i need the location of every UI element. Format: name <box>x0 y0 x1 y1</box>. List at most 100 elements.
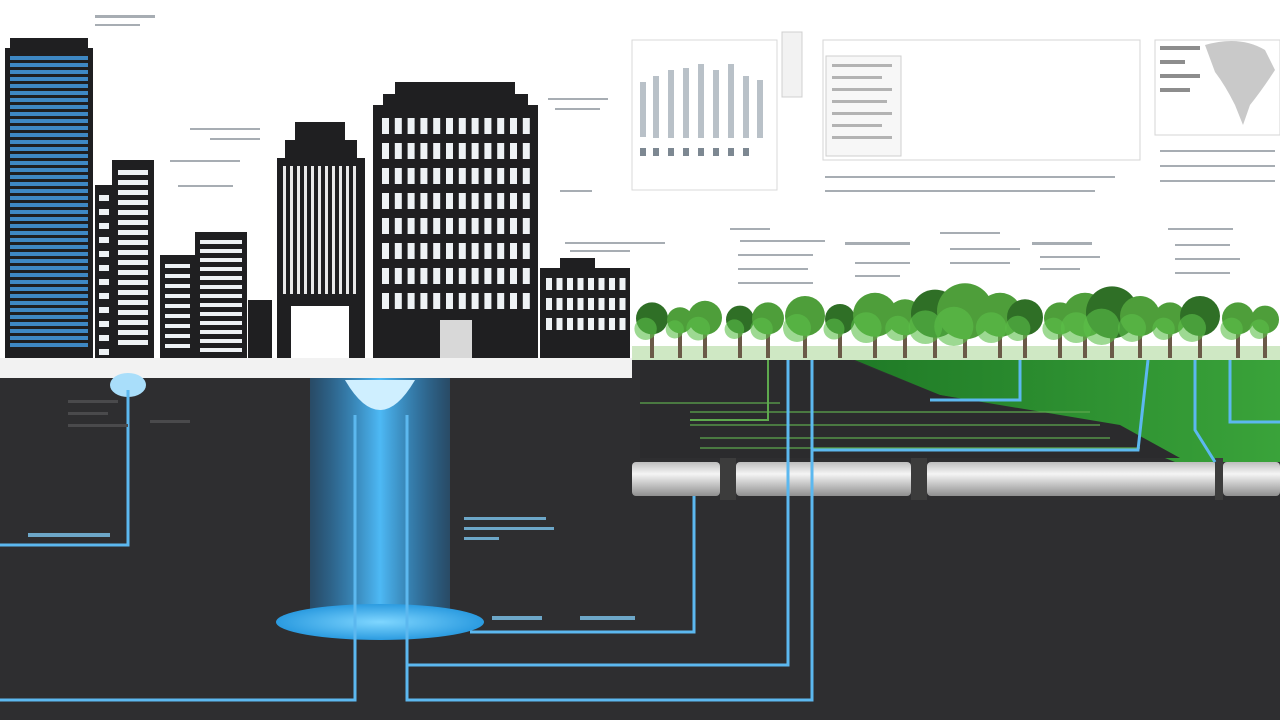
window-band <box>10 140 88 144</box>
window <box>567 278 573 290</box>
window <box>118 310 148 315</box>
window <box>407 193 415 209</box>
window-stripe <box>325 166 328 294</box>
window-band <box>10 343 88 347</box>
dark-soil-wedge <box>640 360 1180 458</box>
window <box>165 294 190 298</box>
low-rise-building-icon <box>540 258 630 358</box>
window <box>510 193 517 209</box>
window <box>99 237 109 243</box>
window <box>382 218 389 234</box>
window <box>522 293 530 309</box>
window <box>458 293 466 309</box>
window <box>118 320 148 325</box>
window-band <box>10 98 88 102</box>
window <box>522 193 530 209</box>
window <box>407 268 415 284</box>
window <box>471 218 479 234</box>
window-band <box>10 294 88 298</box>
window <box>433 193 441 209</box>
window <box>200 276 242 280</box>
tree-icon <box>823 304 855 358</box>
window <box>567 318 573 330</box>
window <box>118 270 148 275</box>
window <box>394 268 402 284</box>
tree-icon <box>634 302 668 358</box>
window <box>598 298 605 310</box>
drainage-pipe-icon <box>632 458 1280 500</box>
window <box>497 193 505 209</box>
green-roof-slope <box>850 358 1280 462</box>
window <box>510 218 517 234</box>
window <box>118 250 148 255</box>
window-band <box>10 301 88 305</box>
window <box>200 330 242 334</box>
window <box>609 318 615 330</box>
window <box>407 168 415 184</box>
window <box>510 118 517 134</box>
window <box>118 280 148 285</box>
window <box>118 330 148 335</box>
window-stripe <box>346 166 349 294</box>
window <box>200 240 242 244</box>
window <box>609 298 615 310</box>
window-band <box>10 329 88 333</box>
window-band <box>10 315 88 319</box>
window <box>165 304 190 308</box>
window <box>522 218 530 234</box>
window <box>433 118 441 134</box>
window <box>458 268 466 284</box>
window <box>458 218 466 234</box>
window-band <box>10 217 88 221</box>
window <box>420 243 428 259</box>
window <box>471 293 479 309</box>
tree-icon <box>686 300 722 358</box>
window <box>394 218 402 234</box>
window <box>446 168 453 184</box>
window <box>484 118 492 134</box>
window <box>382 268 389 284</box>
window <box>382 168 389 184</box>
city-skyline <box>5 38 630 358</box>
window-stripe <box>353 166 356 294</box>
street-level-slab <box>0 358 632 378</box>
window <box>433 168 441 184</box>
window <box>407 218 415 234</box>
window <box>497 143 505 159</box>
window <box>394 168 402 184</box>
window <box>200 312 242 316</box>
window <box>619 278 626 290</box>
window <box>609 278 615 290</box>
window-band <box>10 231 88 235</box>
window <box>99 349 109 355</box>
window-band <box>10 238 88 242</box>
grass-strip <box>632 346 1280 360</box>
dark-annotations <box>68 400 190 427</box>
window <box>522 243 530 259</box>
window <box>446 193 453 209</box>
window-band <box>10 175 88 179</box>
small-block-building-icon <box>160 232 272 358</box>
window <box>200 267 242 271</box>
window <box>118 190 148 195</box>
window <box>99 209 109 215</box>
window <box>200 285 242 289</box>
window <box>99 335 109 341</box>
window <box>382 118 389 134</box>
window <box>497 243 505 259</box>
window <box>433 268 441 284</box>
window <box>165 324 190 328</box>
window <box>446 118 453 134</box>
window <box>200 249 242 253</box>
window-band <box>10 210 88 214</box>
window <box>99 279 109 285</box>
window <box>394 193 402 209</box>
window <box>598 318 605 330</box>
window <box>522 168 530 184</box>
window <box>382 243 389 259</box>
window <box>446 218 453 234</box>
tree-icon <box>1118 296 1160 358</box>
window-stripe <box>304 166 307 294</box>
window <box>99 265 109 271</box>
window <box>497 293 505 309</box>
